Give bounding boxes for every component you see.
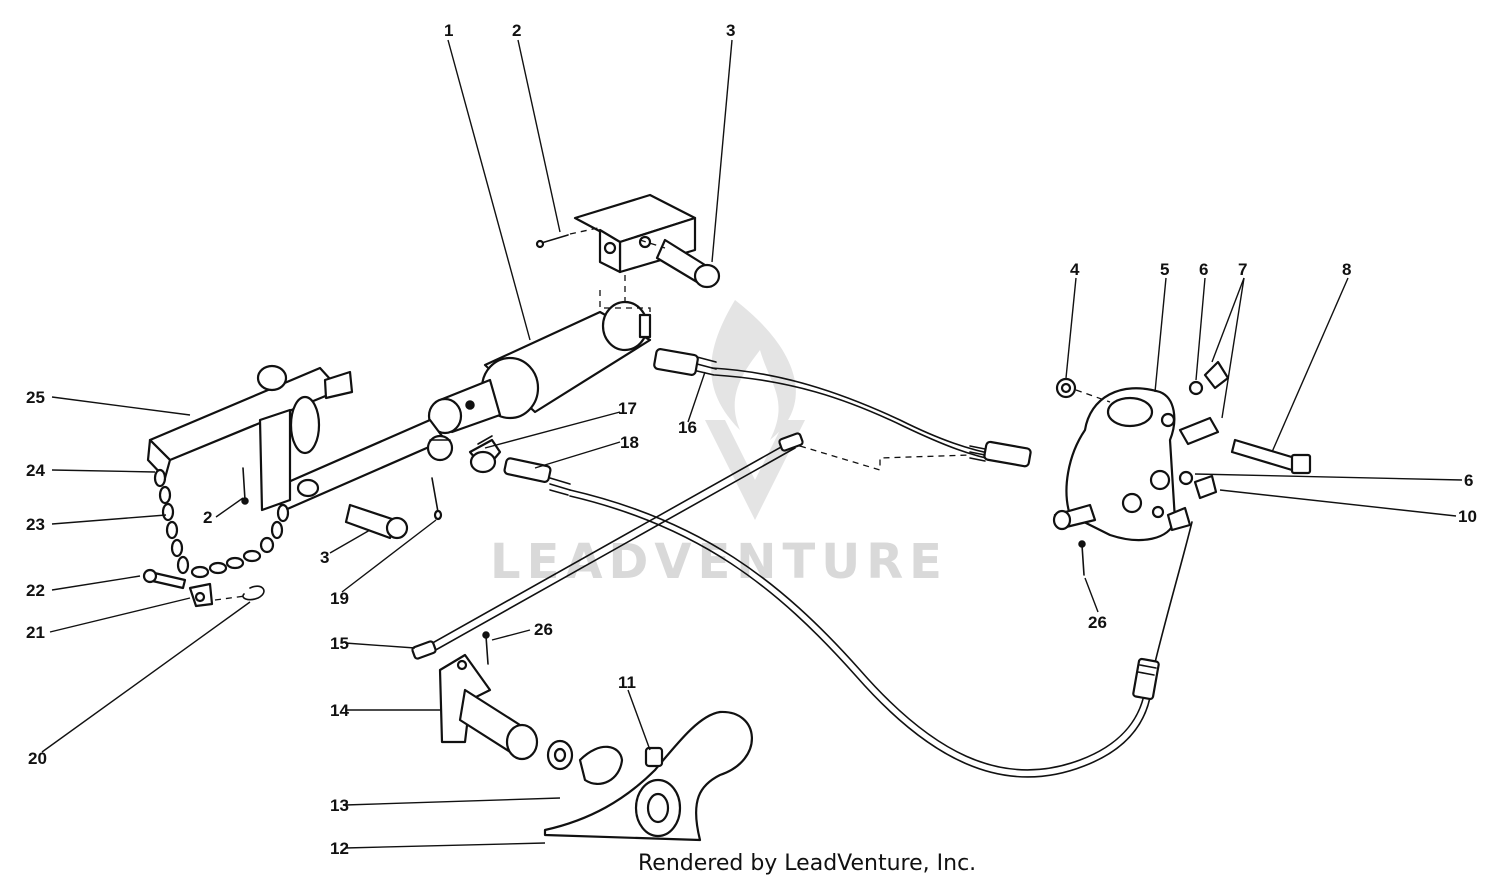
callout-24: 24 — [26, 461, 45, 480]
callout-10: 10 — [1458, 507, 1477, 526]
valve-bolt — [1230, 438, 1312, 475]
callout-17: 17 — [618, 399, 637, 418]
control-rod — [411, 432, 971, 660]
callout-13: 13 — [330, 796, 349, 815]
callout-21: 21 — [26, 623, 45, 642]
callout-8: 8 — [1342, 260, 1351, 279]
foot-pedal — [543, 710, 753, 842]
valve-fittings — [1055, 360, 1230, 532]
cotter-pin-valve — [1078, 540, 1086, 576]
hose-fitting-cylinder — [653, 348, 717, 376]
watermark-text: LEADVENTURE — [490, 534, 948, 590]
leader-lines — [41, 39, 1463, 849]
callout-6: 6 — [1464, 471, 1473, 490]
callout-2: 2 — [512, 21, 521, 40]
callout-11: 11 — [618, 673, 636, 692]
cotter-pin-hitch — [241, 467, 249, 505]
watermark: LEADVENTURE — [490, 300, 948, 590]
clevis-pin-lower — [344, 503, 409, 540]
hydraulic-hoses — [569, 367, 1193, 778]
cylinder-mount-bracket — [573, 193, 697, 330]
callout-6: 6 — [1199, 260, 1208, 279]
chain-bolt-and-clip — [142, 568, 265, 608]
callout-5: 5 — [1160, 260, 1169, 279]
callout-2: 2 — [203, 508, 212, 527]
callout-12: 12 — [330, 839, 349, 858]
callout-labels: 1 2 3 4 5 6 7 8 6 10 17 18 16 25 24 23 2… — [26, 21, 1477, 858]
hitch-frame — [146, 364, 454, 512]
watermark-flame-logo — [705, 300, 805, 520]
hose-end-fitting — [1132, 657, 1160, 701]
callout-3: 3 — [320, 548, 329, 567]
cotter-pin-lever — [482, 631, 490, 665]
callout-26: 26 — [534, 620, 553, 639]
callout-14: 14 — [330, 701, 349, 720]
callout-1: 1 — [444, 21, 453, 40]
hose-fitting-valve — [969, 440, 1032, 468]
cotter-pin-lower — [431, 477, 443, 521]
control-valve — [1052, 387, 1177, 542]
callout-4: 4 — [1070, 260, 1080, 279]
callout-15: 15 — [330, 634, 349, 653]
elbow-fitting — [468, 435, 502, 474]
safety-chain — [153, 468, 290, 579]
callout-20: 20 — [28, 749, 47, 768]
cotter-pin-top — [535, 227, 599, 249]
washer — [546, 739, 574, 771]
hydraulic-cylinder — [427, 300, 652, 435]
callout-25: 25 — [26, 388, 45, 407]
clevis-pin-top — [639, 238, 721, 289]
callout-3: 3 — [726, 21, 735, 40]
render-credit: Rendered by LeadVenture, Inc. — [638, 851, 976, 876]
callout-19: 19 — [330, 589, 349, 608]
callout-16: 16 — [678, 418, 697, 437]
callout-23: 23 — [26, 515, 45, 534]
callout-26: 26 — [1088, 613, 1107, 632]
callout-22: 22 — [26, 581, 45, 600]
straight-hose-fitting — [503, 457, 571, 496]
callout-18: 18 — [620, 433, 639, 452]
callout-7: 7 — [1238, 260, 1247, 279]
lever-bracket — [438, 653, 539, 761]
